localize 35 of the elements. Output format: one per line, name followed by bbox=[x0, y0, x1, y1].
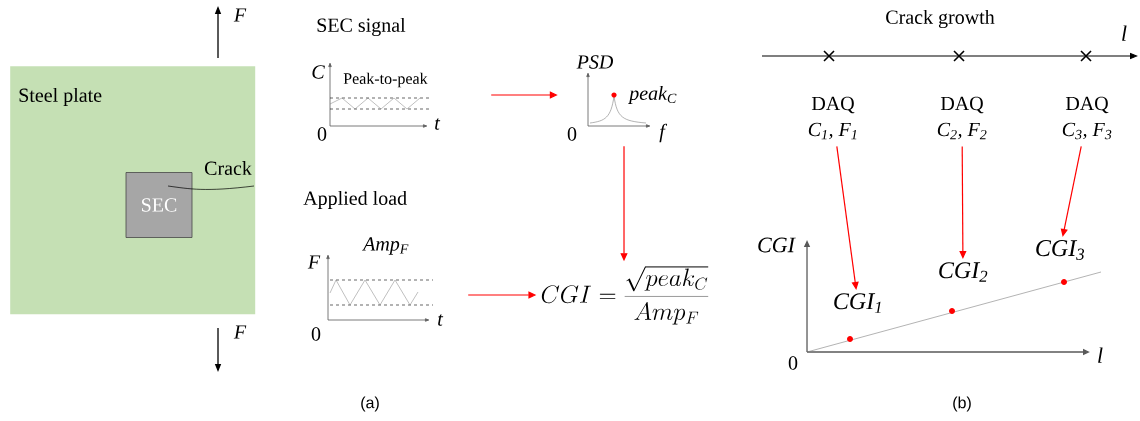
sensor-box: SEC bbox=[125, 172, 193, 238]
peak-label: peak$_{C}$ bbox=[628, 85, 677, 105]
arrow bbox=[959, 145, 967, 259]
daq-label: DAQ C$_{2}$, F$_{2}$ bbox=[937, 96, 987, 140]
axis-label: C bbox=[312, 65, 325, 79]
axis-label: 0 bbox=[311, 327, 321, 341]
plot-title: Applied load bbox=[303, 190, 407, 210]
panel-label: (a) bbox=[361, 396, 379, 412]
axis-title: Crack growth bbox=[886, 9, 995, 29]
axis-label: t bbox=[438, 314, 444, 326]
arrow bbox=[1060, 145, 1082, 237]
panel-label: (b) bbox=[953, 396, 971, 412]
axis-label: l bbox=[1122, 25, 1127, 41]
force-label: F bbox=[233, 8, 247, 22]
axis-label: f bbox=[659, 123, 668, 143]
axis-label: CGI bbox=[758, 237, 796, 253]
axis-label: F bbox=[307, 255, 321, 269]
axis-label: 0 bbox=[788, 356, 798, 370]
formula: $CGI=\frac{\sqrt{peak_{C}}}{Amp_{F}}$ bbox=[541, 266, 709, 325]
axis-label: l bbox=[1098, 347, 1103, 363]
index-label: CGI$_{2}$ bbox=[939, 262, 988, 282]
force-label: F bbox=[233, 325, 247, 339]
daq-label: DAQ C$_{1}$, F$_{1}$ bbox=[808, 96, 857, 140]
amplitude-label: Peak-to-peak bbox=[343, 72, 428, 88]
axis-label: PSD bbox=[576, 55, 614, 69]
crack-label: Crack bbox=[204, 160, 252, 176]
index-label: CGI$_{3}$ bbox=[1036, 240, 1085, 260]
axis-label: 0 bbox=[567, 127, 577, 141]
daq-label: DAQ C$_{3}$, F$_{3}$ bbox=[1062, 96, 1112, 140]
index-label: CGI$_{1}$ bbox=[834, 293, 881, 313]
axis-label: 0 bbox=[317, 127, 327, 141]
axis-label: t bbox=[435, 118, 441, 130]
amplitude-label: Amp$_{F}$ bbox=[362, 237, 409, 255]
arrow bbox=[836, 145, 859, 290]
plot-title: SEC signal bbox=[317, 17, 406, 37]
